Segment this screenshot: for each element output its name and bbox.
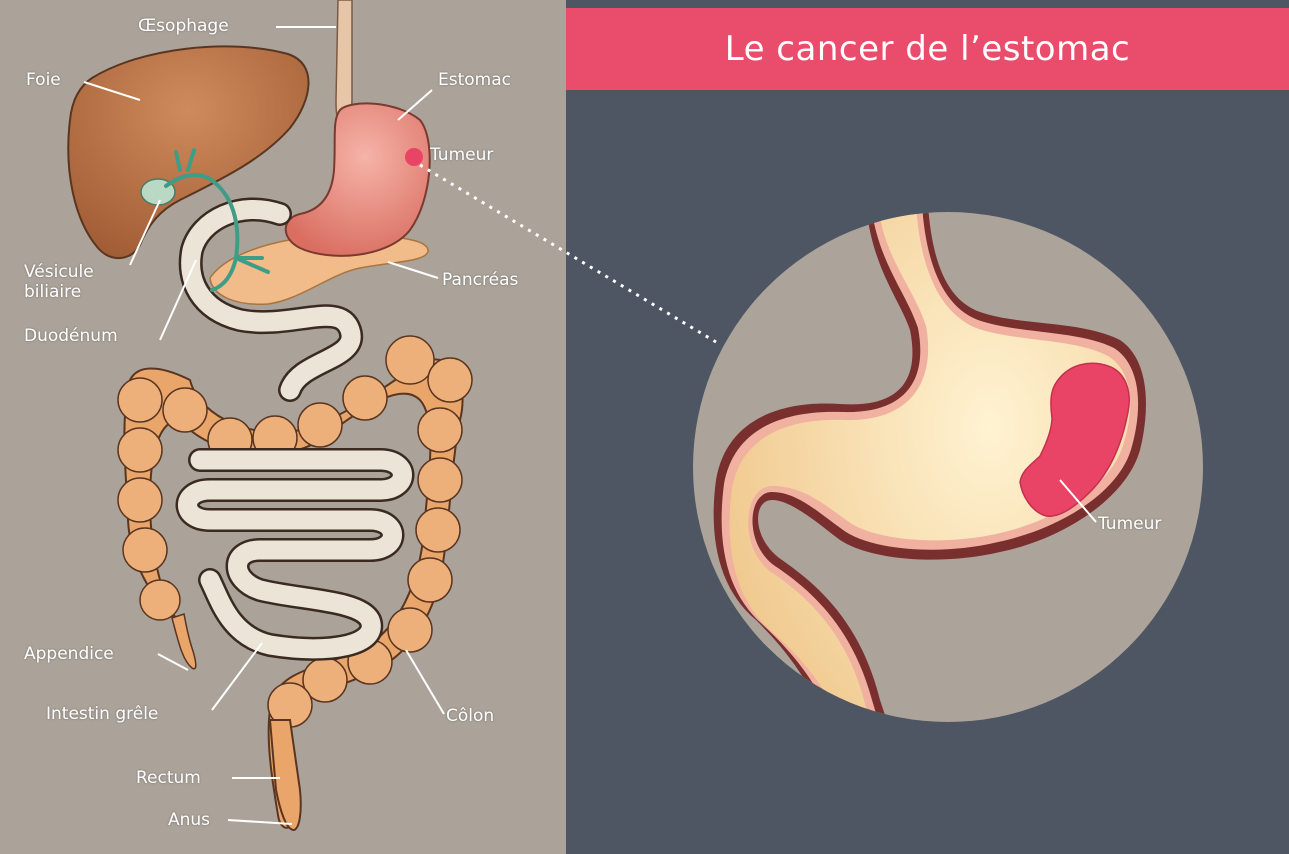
label-rectum: Rectum xyxy=(136,768,201,788)
label-oesophagus: Œsophage xyxy=(138,16,229,36)
oesophagus xyxy=(336,0,352,118)
label-anus: Anus xyxy=(168,810,210,830)
label-tumor: Tumeur xyxy=(430,145,493,165)
label-appendix: Appendice xyxy=(24,644,114,664)
tumor-spot xyxy=(405,148,423,166)
liver xyxy=(68,46,308,258)
label-zoom-tumor: Tumeur xyxy=(1098,514,1161,534)
label-small-intestine: Intestin grêle xyxy=(46,704,158,724)
label-colon: Côlon xyxy=(446,706,494,726)
label-gallbladder: Vésicule biliaire xyxy=(24,262,94,302)
stomach xyxy=(286,103,430,255)
label-stomach: Estomac xyxy=(438,70,511,90)
appendix xyxy=(172,614,196,669)
label-duodenum: Duodénum xyxy=(24,326,118,346)
label-pancreas: Pancréas xyxy=(442,270,518,290)
zoom-connector xyxy=(420,165,716,342)
colon xyxy=(118,336,472,830)
label-liver: Foie xyxy=(26,70,61,90)
